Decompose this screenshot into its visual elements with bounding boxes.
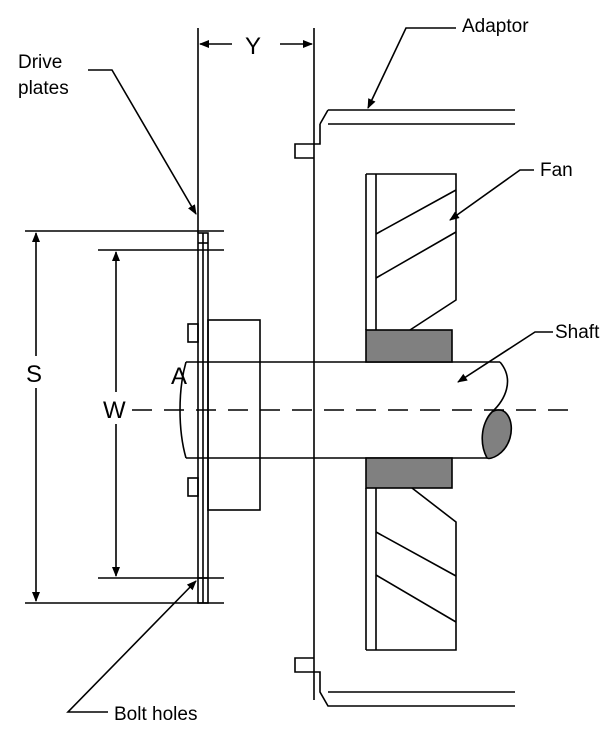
fan-blade-lower — [365, 487, 457, 651]
bolt-lower — [187, 477, 199, 497]
dimension-s-label: S — [26, 361, 42, 388]
fan-vanes-upper — [375, 189, 457, 279]
fan-hub-top — [365, 329, 453, 363]
adaptor-leader — [367, 27, 456, 109]
adaptor-bottom — [294, 657, 515, 707]
fan-hub-bottom — [365, 457, 453, 489]
drive-plates-label-line1: Drive — [18, 52, 62, 73]
fan-leader — [449, 169, 534, 221]
bolt-upper — [187, 323, 199, 343]
dimension-a-label: A — [171, 363, 187, 390]
shaft-label: Shaft — [555, 322, 600, 343]
dimension-w-label: W — [103, 397, 126, 424]
bolt-holes-leader — [66, 580, 197, 713]
adaptor-top — [294, 109, 515, 159]
drive-plates-label-line2: plates — [18, 78, 69, 99]
adaptor-label: Adaptor — [462, 16, 529, 37]
drive-plates-leader — [88, 69, 197, 215]
drive-hub — [207, 319, 261, 511]
fan-label: Fan — [540, 160, 573, 181]
shaft-break-cut — [481, 409, 512, 460]
fan-blade-upper — [365, 173, 457, 331]
fan-vanes-lower — [375, 531, 457, 623]
bolt-holes-label: Bolt holes — [114, 704, 197, 725]
shaft-leader — [457, 331, 553, 383]
dimension-y-label: Y — [245, 33, 261, 60]
